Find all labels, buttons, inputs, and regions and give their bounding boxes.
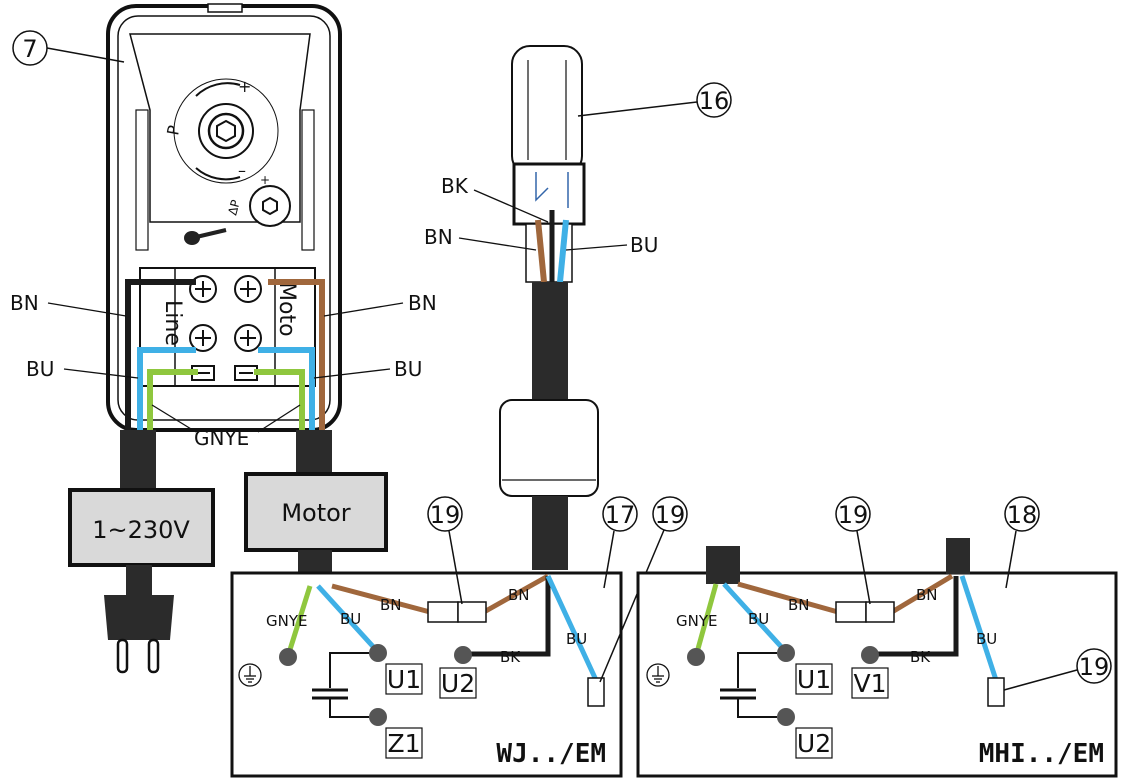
svg-text:19: 19 — [838, 501, 869, 529]
power-plug — [104, 565, 174, 674]
bu-label: BU — [630, 233, 658, 257]
terminal-v1-mhi: V1 — [853, 669, 886, 698]
bk-label-mhi: BK — [910, 648, 931, 666]
float-switch-labels: BK BN BU — [424, 174, 658, 257]
supply-box: 1~230V — [68, 488, 215, 567]
svg-text:19: 19 — [430, 501, 461, 529]
bn-label: BN — [424, 225, 453, 249]
bn-label-wj-1: BN — [380, 596, 402, 614]
gnye-label-mhi: GNYE — [676, 612, 717, 630]
bn-label-left: BN — [10, 291, 39, 315]
callout-19-b: 19 — [599, 496, 688, 683]
bn-label-wj-2: BN — [508, 586, 530, 604]
terminal-z1-wj: Z1 — [387, 729, 420, 758]
model-label-mhi: MHI../EM — [979, 739, 1104, 769]
svg-text:19: 19 — [1079, 653, 1110, 681]
svg-text:17: 17 — [605, 501, 636, 529]
pressure-switch: + – P ΔP + Line Moto — [106, 3, 342, 432]
callout-19-a: 19 — [427, 496, 463, 605]
small-dial-plus: + — [260, 173, 270, 187]
bn-label-mhi-1: BN — [788, 596, 810, 614]
terminal-u2-wj: U2 — [441, 669, 475, 698]
svg-text:19: 19 — [655, 501, 686, 529]
bn-label-mhi-2: BN — [916, 586, 938, 604]
gnye-label-wj: GNYE — [266, 612, 307, 630]
svg-text:7: 7 — [22, 35, 37, 63]
callout-19-c: 19 — [835, 496, 871, 605]
svg-text:16: 16 — [699, 87, 730, 115]
supply-label: 1~230V — [92, 516, 190, 544]
callout-7: 7 — [12, 30, 125, 66]
panel-wj: U1 U2 Z1 GNYE BU BN BN BK BU WJ../EM — [230, 571, 623, 778]
motor-label: Motor — [281, 499, 350, 527]
line-terminal-label: Line — [160, 300, 185, 346]
dial-plus-label: + — [238, 77, 251, 96]
callout-18: 18 — [1004, 496, 1040, 589]
left-wire-labels: BN BN BU BU GNYE — [10, 291, 437, 450]
bu-label-mhi-2: BU — [976, 630, 997, 648]
callout-19-d: 19 — [1003, 648, 1112, 691]
motor-terminal-label: Moto — [274, 282, 299, 337]
bk-label-wj: BK — [500, 648, 521, 666]
terminal-screws — [189, 275, 262, 381]
terminal-u1-mhi: U1 — [797, 665, 831, 694]
panel-mhi: U1 V1 U2 GNYE BU BN BN BK BU MHI../EM — [636, 538, 1118, 778]
bu-label-right: BU — [394, 357, 422, 381]
dial-minus-label: – — [238, 161, 246, 180]
float-switch — [499, 45, 599, 570]
gnye-label: GNYE — [194, 426, 249, 450]
dial-p-label: P — [163, 124, 183, 137]
terminal-u1-wj: U1 — [387, 665, 421, 694]
model-label-wj: WJ../EM — [496, 739, 606, 769]
bu-label-wj-1: BU — [340, 610, 361, 628]
motor-box: Motor — [244, 472, 388, 552]
bu-label-wj-2: BU — [566, 630, 587, 648]
svg-text:18: 18 — [1007, 501, 1038, 529]
bk-label: BK — [441, 174, 469, 198]
callout-17: 17 — [602, 496, 638, 589]
callout-16: 16 — [577, 82, 732, 118]
dial-dp-label: ΔP — [225, 198, 243, 217]
bu-label-left: BU — [26, 357, 54, 381]
terminal-u2-mhi: U2 — [797, 729, 831, 758]
bu-label-mhi-1: BU — [748, 610, 769, 628]
bn-label-right: BN — [408, 291, 437, 315]
